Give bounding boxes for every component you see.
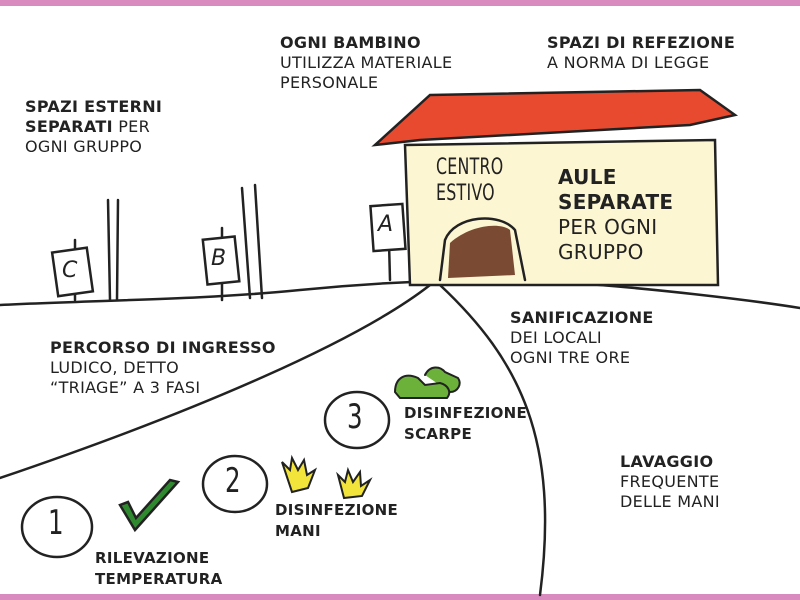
sign-c-board xyxy=(50,246,95,298)
check-icon xyxy=(118,478,181,533)
shoes-icon xyxy=(393,366,461,399)
step-3-number: 3 xyxy=(347,397,363,437)
step-1-number: 1 xyxy=(48,503,64,543)
ogni-bambino-note: OGNI BAMBINO UTILIZZA MATERIALE PERSONAL… xyxy=(280,33,453,92)
sign-b-board xyxy=(201,235,241,286)
bottom-border xyxy=(0,594,800,600)
step-2-circle xyxy=(201,454,269,514)
sign-c: C xyxy=(62,258,78,283)
lavaggio-note: LAVAGGIO FREQUENTE DELLE MANI xyxy=(620,452,720,511)
gloves-icon xyxy=(281,454,373,500)
step-2-label: DISINFEZIONE MANI xyxy=(275,501,399,540)
step-2-number: 2 xyxy=(225,461,241,501)
centro-estivo-sign: CENTRO ESTIVO xyxy=(436,155,504,206)
step-1-label: RILEVAZIONE TEMPERATURA xyxy=(95,549,223,588)
refezione-note: SPAZI DI REFEZIONE A NORMA DI LEGGE xyxy=(547,33,736,72)
percorso-note: PERCORSO DI INGRESSO LUDICO, DETTO “TRIA… xyxy=(50,338,276,397)
sign-a-board xyxy=(369,202,407,253)
sign-a: A xyxy=(378,212,394,237)
aule-separate-note: AULE SEPARATE PER OGNI GRUPPO xyxy=(558,165,674,264)
pole-c xyxy=(106,198,120,302)
step-1-circle xyxy=(20,495,94,559)
path-right-edge xyxy=(438,283,547,597)
sanificazione-note: SANIFICAZIONE DEI LOCALI OGNI TRE ORE xyxy=(510,308,654,367)
roof xyxy=(371,88,739,147)
top-border xyxy=(0,0,800,6)
door-fill xyxy=(448,225,515,278)
sign-b: B xyxy=(211,246,227,271)
spazi-esterni-note: SPAZI ESTERNI SEPARATI PER OGNI GRUPPO xyxy=(25,97,163,156)
pole-b xyxy=(240,183,264,300)
path-left-edge xyxy=(0,283,432,480)
step-3-circle xyxy=(323,390,391,450)
step-3-label: DISINFEZIONE SCARPE xyxy=(404,404,528,443)
